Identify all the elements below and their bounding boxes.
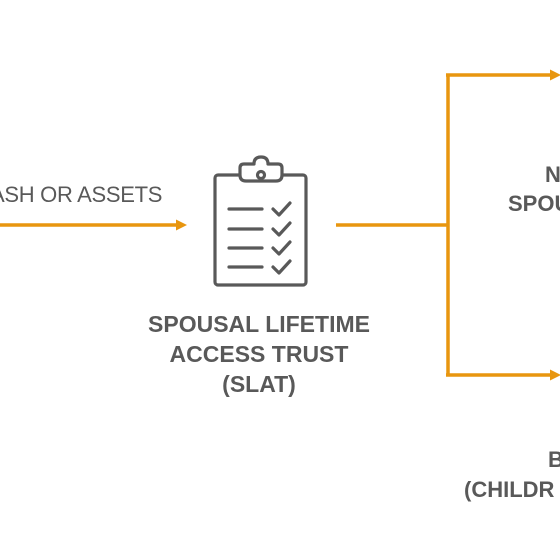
top-branch-label-line1: N: [545, 162, 560, 187]
bottom-branch-label-line1: B: [548, 447, 560, 472]
incoming-arrow: [0, 219, 187, 231]
bottom-branch-label-line2: (CHILDR: [464, 477, 555, 502]
trust-label-line1: SPOUSAL LIFETIME: [148, 311, 370, 337]
clipboard-checklist-icon: [213, 155, 308, 287]
bottom-branch-arrow: [446, 369, 560, 381]
top-branch-label: N SPOU: [508, 160, 560, 218]
source-label: ASH OR ASSETS: [0, 182, 163, 207]
trust-label-line3: (SLAT): [222, 371, 296, 397]
trust-label: SPOUSAL LIFETIME ACCESS TRUST (SLAT): [134, 309, 384, 399]
branch-connector: [336, 73, 450, 377]
top-branch-arrow: [446, 69, 560, 81]
top-branch-label-line2: SPOU: [508, 191, 560, 216]
trust-label-line2: ACCESS TRUST: [169, 341, 349, 367]
bottom-branch-label: B (CHILDR: [464, 445, 560, 505]
